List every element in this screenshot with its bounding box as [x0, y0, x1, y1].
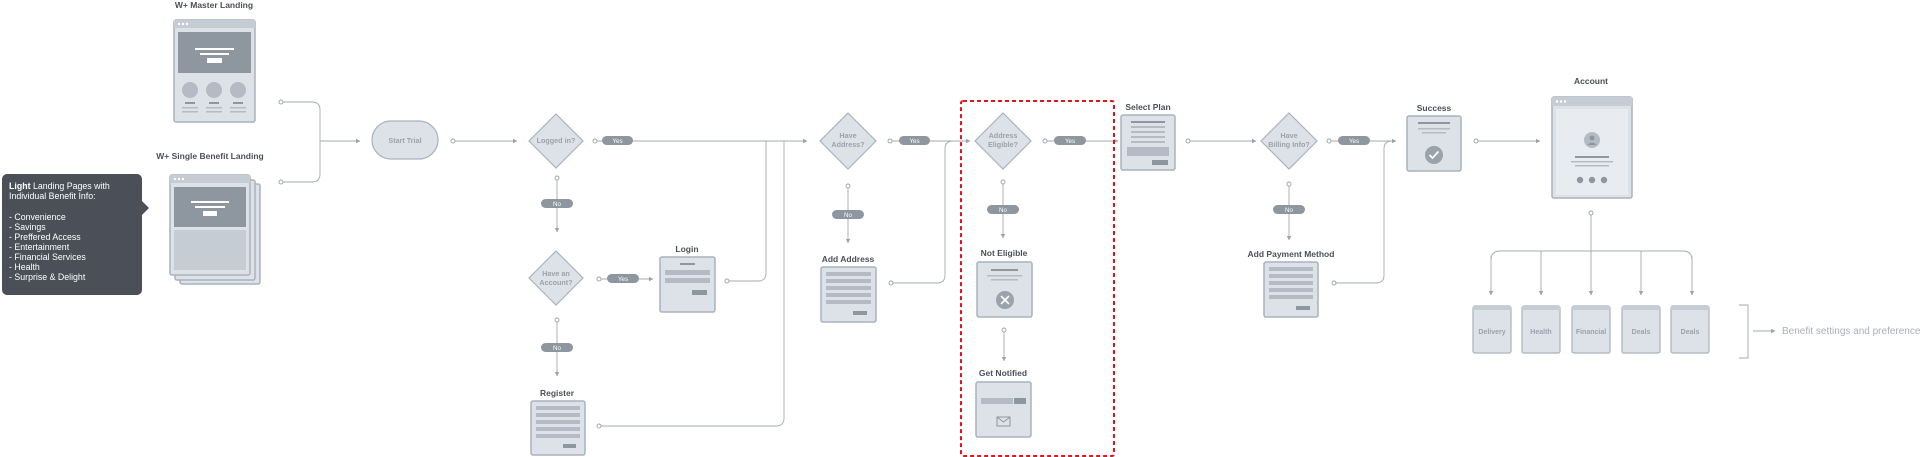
pill-no: No [987, 205, 1019, 214]
svg-text:No: No [999, 207, 1007, 214]
callout-subtitle: Individual Benefit Info: [9, 191, 96, 201]
callout-item: - Surprise & Delight [9, 272, 86, 282]
decision-have-billing: Have Billing Info? [1260, 112, 1318, 170]
svg-text:Health: Health [1530, 329, 1551, 336]
svg-text:Yes: Yes [618, 276, 628, 283]
svg-text:No: No [553, 345, 561, 352]
svg-text:Light Landing Pages with: Light Landing Pages with [9, 181, 110, 191]
svg-text:No: No [1285, 207, 1293, 214]
svg-text:Yes: Yes [1349, 138, 1359, 145]
svg-text:Deals: Deals [1632, 329, 1651, 336]
svg-text:Have: Have [1280, 131, 1297, 140]
svg-text:Start Trial: Start Trial [388, 136, 421, 145]
pill-yes: Yes [602, 136, 633, 145]
svg-text:Delivery: Delivery [1478, 329, 1505, 336]
pill-no: No [541, 199, 573, 208]
benefit-settings-note: Benefit settings and preferences [1782, 326, 1920, 337]
svg-text:Have an: Have an [542, 269, 570, 278]
benefit-card-health[interactable]: Health [1521, 305, 1561, 354]
svg-text:Yes: Yes [909, 138, 919, 145]
callout-item: - Preffered Access [9, 232, 81, 242]
select-plan-title: Select Plan [1125, 102, 1170, 112]
add-payment-method-screen[interactable]: Add Payment Method [1248, 249, 1335, 318]
svg-text:No: No [844, 212, 852, 219]
svg-text:Have: Have [839, 131, 856, 140]
svg-text:Financial: Financial [1576, 329, 1606, 336]
get-notified-screen[interactable]: Get Notified [975, 368, 1032, 438]
benefit-card-delivery[interactable]: Delivery [1472, 305, 1512, 354]
benefit-card-deals-2[interactable]: Deals [1670, 305, 1710, 354]
not-eligible-title: Not Eligible [981, 248, 1028, 258]
start-trial-button[interactable]: Start Trial [371, 120, 439, 160]
pill-yes: Yes [1054, 136, 1086, 145]
callout-item: - Entertainment [9, 242, 70, 252]
single-benefit-landing-title: W+ Single Benefit Landing [156, 151, 263, 161]
callout-item: - Financial Services [9, 252, 86, 262]
svg-text:Yes: Yes [612, 138, 622, 145]
check-circle-icon [1425, 146, 1443, 164]
connector-nodes [278, 99, 1594, 429]
svg-text:Deals: Deals [1681, 329, 1700, 336]
svg-text:No: No [553, 201, 561, 208]
info-callout: Light Landing Pages with Individual Bene… [2, 174, 149, 295]
callout-title: Landing Pages with [31, 181, 110, 191]
success-screen[interactable]: Success [1406, 103, 1462, 172]
user-avatar-icon [1584, 132, 1600, 148]
svg-text:Address?: Address? [831, 140, 864, 149]
master-landing-screen[interactable]: W+ Master Landing [173, 0, 256, 123]
login-screen[interactable]: Login [659, 244, 716, 313]
svg-text:Account?: Account? [539, 278, 572, 287]
pill-yes: Yes [607, 274, 639, 283]
callout-bold: Light [9, 181, 31, 191]
benefit-card-deals[interactable]: Deals [1621, 305, 1661, 354]
single-benefit-landing-screen[interactable]: W+ Single Benefit Landing [156, 151, 264, 285]
decision-have-account: Have an Account? [528, 250, 584, 306]
get-notified-title: Get Notified [979, 368, 1027, 378]
svg-text:Billing Info?: Billing Info? [1268, 140, 1310, 149]
pill-no: No [832, 210, 864, 219]
register-title: Register [540, 388, 575, 398]
pill-no: No [541, 343, 573, 352]
master-landing-title: W+ Master Landing [175, 0, 253, 10]
callout-item: - Convenience [9, 212, 66, 222]
account-title: Account [1574, 76, 1608, 86]
svg-text:Eligible?: Eligible? [988, 140, 1018, 149]
register-screen[interactable]: Register [530, 388, 586, 456]
svg-text:Yes: Yes [1065, 138, 1075, 145]
success-title: Success [1417, 103, 1452, 113]
decision-logged-in: Logged in? [528, 113, 584, 169]
pill-no: No [1273, 205, 1305, 214]
envelope-icon [996, 416, 1011, 427]
callout-item: - Savings [9, 222, 46, 232]
add-address-screen[interactable]: Add Address [820, 254, 877, 323]
decision-have-address: Have Address? [819, 112, 877, 170]
svg-text:Logged in?: Logged in? [537, 136, 576, 145]
add-address-title: Add Address [822, 254, 875, 264]
add-payment-title: Add Payment Method [1248, 249, 1335, 259]
account-screen[interactable]: Account [1551, 76, 1633, 199]
svg-text:Address: Address [989, 131, 1018, 140]
pill-yes: Yes [1338, 136, 1370, 145]
decision-address-eligible: Address Eligible? [974, 112, 1032, 170]
select-plan-screen[interactable]: Select Plan [1120, 102, 1176, 171]
not-eligible-screen[interactable]: Not Eligible [976, 248, 1033, 318]
benefit-card-financial[interactable]: Financial [1571, 305, 1611, 354]
callout-item: - Health [9, 262, 40, 272]
login-title: Login [675, 244, 698, 254]
pill-yes: Yes [899, 136, 930, 145]
